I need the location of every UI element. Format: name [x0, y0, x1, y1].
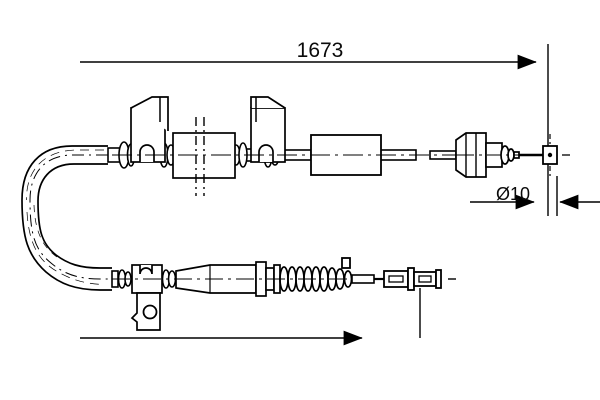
hose-inner-edge	[37, 163, 112, 269]
lower-rod	[351, 274, 375, 284]
flexible-hose-bend	[21, 145, 112, 291]
hose-outer-upper-edge	[21, 145, 112, 291]
overall-length-dimension	[80, 44, 549, 152]
mount-hole	[142, 304, 158, 320]
upper-bracket-left	[130, 96, 169, 163]
upper-bracket-right	[250, 96, 286, 163]
mounting-bracket	[130, 264, 163, 331]
diameter-label: Ø10	[496, 184, 530, 204]
bracket-left-saddle	[139, 144, 155, 162]
clevis-slot-a	[388, 275, 404, 283]
clevis-end-cap	[435, 269, 442, 289]
mount-bracket-notch	[139, 265, 153, 275]
terminal-pin	[547, 152, 553, 158]
bracket-right-tab	[250, 96, 286, 109]
bracket-right-saddle	[258, 144, 274, 162]
hose-highlight-line-a	[26, 149, 104, 201]
clevis-slot-b	[418, 275, 432, 283]
lower-clevis-terminal	[341, 257, 442, 291]
diameter-dimension	[470, 164, 600, 216]
hose-highlight-line-c	[33, 204, 61, 260]
overall-length-label: 1673	[297, 39, 344, 62]
lower-cable-branch	[111, 257, 456, 338]
upper-cable-run	[107, 96, 570, 196]
right-terminal	[542, 134, 570, 176]
clevis-tab	[341, 257, 351, 269]
hose-centerline	[29, 154, 112, 280]
